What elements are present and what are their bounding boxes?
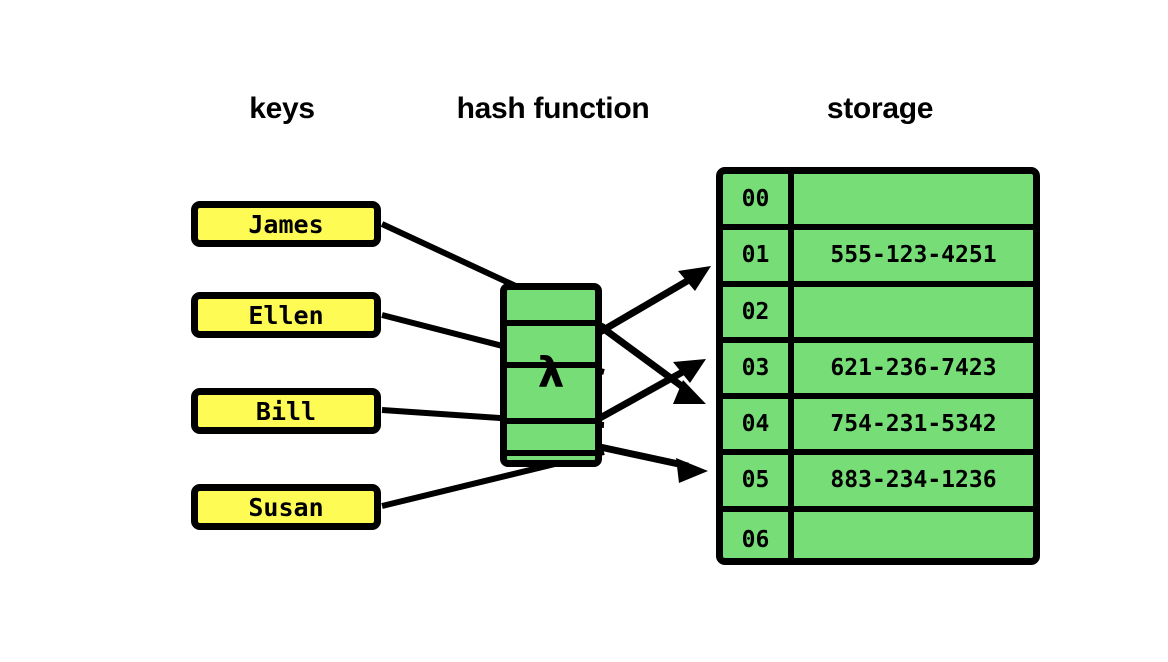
heading-hash-function: hash function (456, 92, 650, 125)
heading-keys: keys (249, 92, 315, 125)
heading-storage: storage (826, 92, 934, 125)
arrow-to-storage-05 (599, 443, 708, 483)
hash-function-box[interactable]: λ (500, 283, 602, 467)
key-label: Susan (248, 492, 324, 522)
key-box-ellen[interactable]: Ellen (191, 292, 381, 338)
storage-value (794, 287, 1033, 337)
table-row[interactable]: 01 555-123-4251 (723, 230, 1033, 287)
storage-value: 883-234-1236 (830, 467, 997, 494)
table-row[interactable]: 03 621-236-7423 (723, 342, 1033, 400)
key-label: Bill (255, 396, 317, 426)
key-box-susan[interactable]: Susan (191, 484, 381, 530)
storage-index: 06 (723, 511, 794, 558)
key-label: James (248, 209, 324, 239)
storage-value: 754-231-5342 (830, 411, 997, 438)
storage-index: 04 (723, 399, 794, 450)
storage-index: 01 (723, 230, 794, 281)
storage-index: 03 (723, 342, 794, 394)
storage-value: 555-123-4251 (830, 242, 997, 269)
storage-index: 02 (723, 286, 794, 337)
table-row[interactable]: 00 (723, 174, 1033, 231)
arrow-to-storage-01 (598, 266, 711, 336)
storage-value (794, 174, 1033, 224)
table-row[interactable]: 02 (723, 286, 1033, 343)
arrow-to-storage-04 (597, 323, 706, 404)
table-row[interactable]: 05 883-234-1236 (723, 455, 1033, 512)
hash-divider-1 (507, 320, 595, 326)
arrow-to-storage-03 (598, 359, 706, 422)
table-row[interactable]: 04 754-231-5342 (723, 399, 1033, 456)
key-label: Ellen (248, 300, 324, 330)
table-row[interactable]: 06 (723, 511, 1033, 558)
lambda-symbol: λ (537, 348, 565, 397)
storage-index: 05 (723, 455, 794, 506)
hash-divider-4 (507, 450, 595, 456)
storage-table: 00 01 555-123-4251 02 03 621-236-7423 04… (716, 167, 1040, 565)
storage-index: 00 (723, 174, 794, 225)
hash-divider-3 (507, 418, 595, 424)
storage-value (794, 512, 1033, 558)
key-box-bill[interactable]: Bill (191, 388, 381, 434)
storage-value: 621-236-7423 (830, 354, 997, 381)
key-box-james[interactable]: James (191, 201, 381, 247)
